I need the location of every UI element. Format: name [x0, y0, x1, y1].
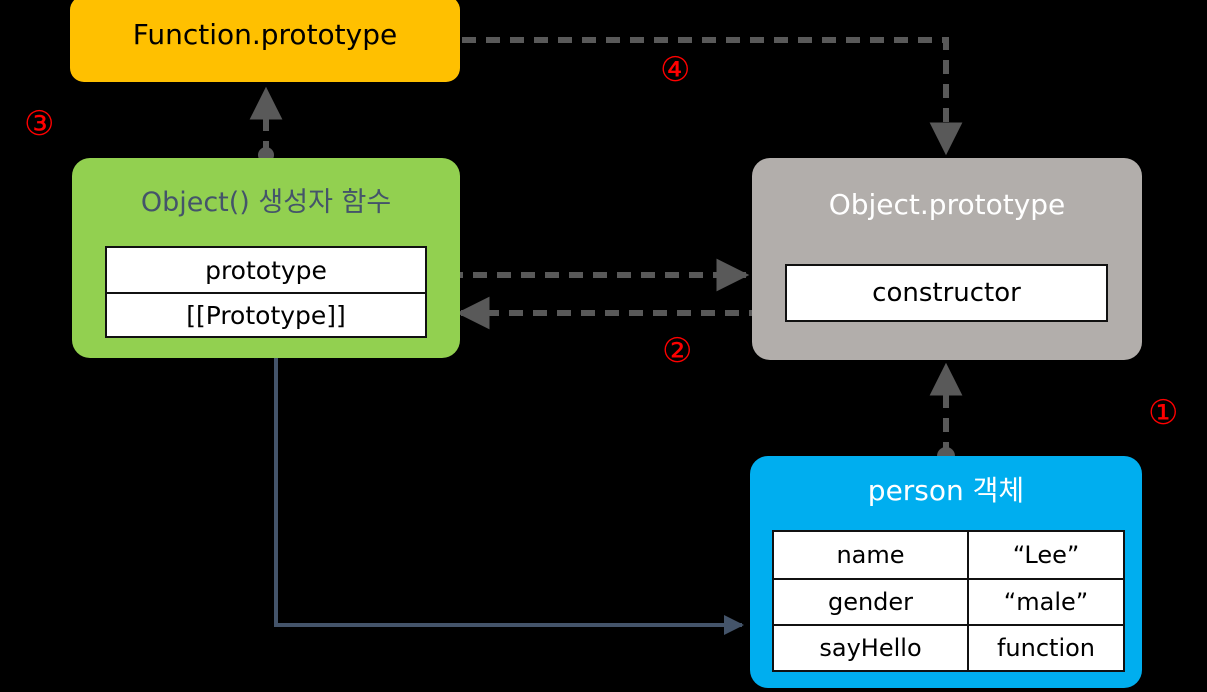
property-key: name — [836, 541, 905, 569]
slot-prototype: prototype — [205, 255, 327, 285]
step-marker-1: ① — [1148, 393, 1179, 433]
object-prototype-slot-table: constructor — [785, 264, 1108, 322]
step-marker-2: ② — [662, 331, 693, 371]
node-object-constructor-title: Object() 생성자 함수 — [140, 187, 392, 218]
property-key: sayHello — [819, 634, 922, 662]
edge-2-prototype-to-object-prototype — [416, 258, 750, 292]
slot-internal-prototype: [[Prototype]] — [186, 300, 346, 330]
table-row: prototype — [107, 248, 425, 292]
table-row: sayHello function — [774, 624, 1123, 670]
step-marker-3: ③ — [24, 104, 55, 144]
table-row: constructor — [787, 266, 1106, 320]
property-key: gender — [827, 588, 914, 616]
property-value: “Lee” — [967, 532, 1123, 578]
node-object-prototype-title: Object.prototype — [828, 188, 1066, 221]
node-object-prototype[interactable]: Object.prototype constructor — [752, 158, 1142, 360]
edge-3-ctor-to-function-prototype — [249, 86, 283, 163]
edge-1-person-to-object-prototype — [929, 362, 963, 465]
node-function-prototype[interactable]: Function.prototype — [70, 0, 460, 82]
table-row: name “Lee” — [774, 532, 1123, 578]
person-property-table: name “Lee” gender “male” sayHello functi… — [772, 530, 1125, 672]
table-row: [[Prototype]] — [107, 292, 425, 336]
node-object-constructor[interactable]: Object() 생성자 함수 prototype [[Prototype]] — [72, 158, 460, 358]
slot-constructor: constructor — [872, 278, 1021, 308]
table-row: gender “male” — [774, 578, 1123, 624]
edge-create-ctor-to-person — [274, 358, 744, 635]
node-person-object[interactable]: person 객체 name “Lee” gender “male” sayHe… — [750, 456, 1142, 688]
step-marker-4: ④ — [660, 50, 691, 90]
edge-4-function-prototype-to-object-prototype — [462, 37, 963, 156]
node-person-object-title: person 객체 — [867, 474, 1025, 507]
edge-2-constructor-to-ctor-prototype-slot — [456, 296, 796, 330]
node-function-prototype-title: Function.prototype — [132, 18, 398, 51]
property-value: function — [967, 626, 1123, 670]
object-constructor-slot-table: prototype [[Prototype]] — [105, 246, 427, 338]
property-value: “male” — [967, 580, 1123, 624]
